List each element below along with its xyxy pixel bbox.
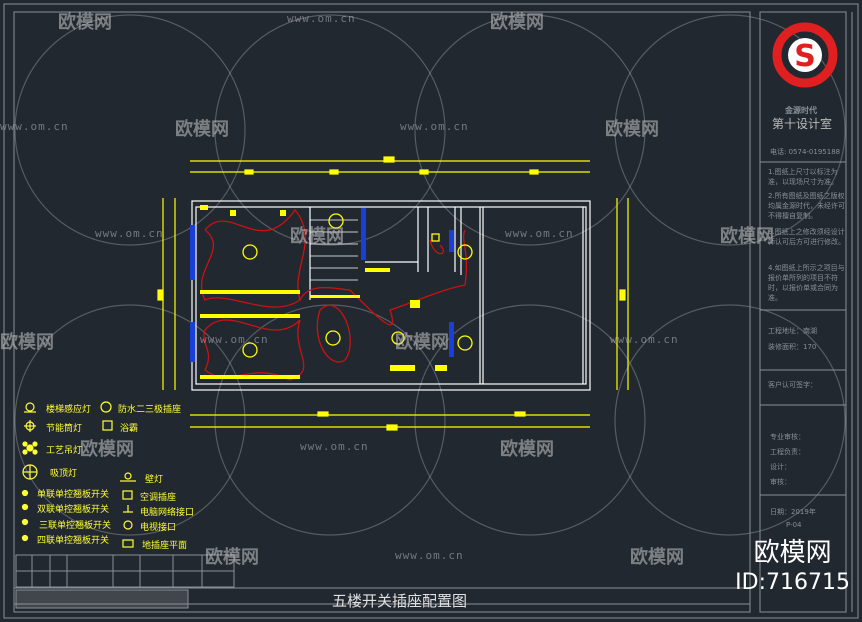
svg-text:S: S xyxy=(794,39,816,74)
watermark-id-number: ID:716715 xyxy=(735,570,850,595)
legend-label: 节能筒灯 xyxy=(46,424,83,434)
field: 设计： xyxy=(770,463,791,471)
energy-saving-downlight-icon xyxy=(24,420,36,432)
legend-label: 双联单控翘板开关 xyxy=(37,505,110,515)
client-signature: 客户认可签字： xyxy=(768,381,817,389)
sheet-number: P-04 xyxy=(786,521,802,529)
studio-name: 第十设计室 xyxy=(772,117,833,131)
tv-port-icon xyxy=(123,520,133,530)
watermark-arcs xyxy=(14,14,846,536)
legend-label: 单联单控翘板开关 xyxy=(37,490,110,500)
legend-label: 壁灯 xyxy=(145,475,164,485)
watermark-brand: 欧模网 xyxy=(205,547,259,568)
note: 4.如图纸上所示之项目与报价单所列的项目不符时，以报价单或合同为准。 xyxy=(768,264,845,302)
legend-icons xyxy=(21,401,136,548)
studio-logo: S xyxy=(772,22,838,88)
company-name: 金源时代 xyxy=(785,106,817,115)
watermark-url: www.om.cn xyxy=(395,549,464,562)
drawing-frame xyxy=(3,3,859,619)
walls xyxy=(191,200,591,391)
watermark-brand: 欧模网 xyxy=(0,332,54,353)
field: 工程负责： xyxy=(770,448,805,456)
date: 日期：2019年 xyxy=(770,508,816,516)
area: 装修面积：170 xyxy=(768,343,817,351)
watermark-url: www.om.cn xyxy=(95,227,164,240)
fixtures xyxy=(200,205,473,379)
watermark-brand: 欧模网 xyxy=(720,226,774,247)
stair-sensor-light-icon xyxy=(24,402,36,413)
watermark-brand: 欧模网 xyxy=(630,547,684,568)
windows xyxy=(190,208,454,362)
watermark-brand: 欧模网 xyxy=(80,439,134,460)
legend-label: 电脑网络接口 xyxy=(140,508,195,518)
ceiling-light-icon xyxy=(22,464,38,480)
watermark-url: www.om.cn xyxy=(400,120,469,133)
watermark-url: www.om.cn xyxy=(610,333,679,346)
watermark-url: www.om.cn xyxy=(200,333,269,346)
chandelier-icon xyxy=(22,441,38,455)
network-port-icon xyxy=(123,505,133,513)
note: 3.图纸上之修改须经设计师认可后方可进行修改。 xyxy=(768,228,845,246)
watermark-url: www.om.cn xyxy=(287,12,356,25)
watermark-brand: 欧模网 xyxy=(500,439,554,460)
ac-socket-icon xyxy=(122,490,133,500)
watermark-url: www.om.cn xyxy=(505,227,574,240)
watermark-id-brand: 欧模网 xyxy=(753,538,832,568)
bottom-table xyxy=(15,554,235,609)
legend-label: 防水二三极插座 xyxy=(118,405,182,415)
wall-light-icon xyxy=(120,472,136,482)
switch-icons xyxy=(21,489,29,542)
watermark-brand: 欧模网 xyxy=(605,119,659,140)
watermark-brand: 欧模网 xyxy=(490,12,544,33)
watermark-url: www.om.cn xyxy=(0,120,69,133)
phone: 电话: 0574-0195188 xyxy=(770,148,841,156)
legend-label: 工艺吊灯 xyxy=(46,446,83,456)
field: 专业审核： xyxy=(770,433,805,441)
legend-label: 楼梯感应灯 xyxy=(46,405,92,415)
floor-socket-icon xyxy=(122,539,134,548)
watermark-brand: 欧模网 xyxy=(395,332,449,353)
legend-label: 浴霸 xyxy=(120,424,139,434)
note: 1.图纸上尺寸以标注为准，以现场尺寸为准。 xyxy=(768,168,838,186)
legend-label: 电视接口 xyxy=(140,523,177,533)
exhaust-fan-icon xyxy=(102,420,113,431)
legend-label: 四联单控翘板开关 xyxy=(37,536,110,546)
legend-label: 空调插座 xyxy=(140,493,177,503)
watermark-url: www.om.cn xyxy=(300,440,369,453)
legend-label: 三联单控翘板开关 xyxy=(39,521,112,531)
project-address: 工程地址：南湖 xyxy=(768,327,817,335)
dimension-lines xyxy=(157,156,629,431)
field: 审核： xyxy=(770,478,791,486)
legend-label: 吸顶灯 xyxy=(50,469,78,479)
legend-label: 地插座平面 xyxy=(142,541,188,551)
waterproof-socket-icon xyxy=(100,401,112,413)
watermark-brand: 欧模网 xyxy=(290,226,344,247)
note: 2.所有图纸及图纸之版权均属金源时代，未经许可不得擅自复制。 xyxy=(768,192,845,220)
watermark-brand: 欧模网 xyxy=(58,12,112,33)
drawing-title: 五楼开关插座配置图 xyxy=(332,592,468,610)
watermark-brand: 欧模网 xyxy=(175,119,229,140)
